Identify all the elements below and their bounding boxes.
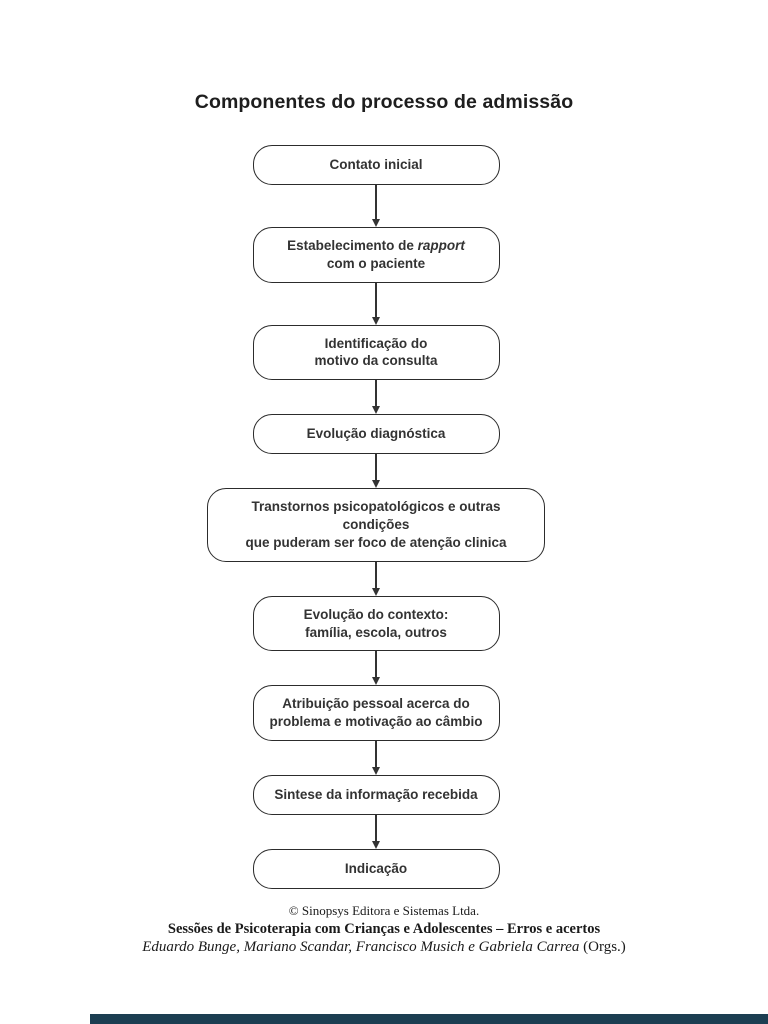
flow-node-line: Contato inicial xyxy=(329,157,423,173)
arrow-stem xyxy=(375,454,377,482)
arrow-head-icon xyxy=(372,219,380,227)
flow-node-line: Atribuição pessoal acerca do xyxy=(282,696,470,712)
copyright-line: © Sinopsys Editora e Sistemas Ltda. xyxy=(288,902,480,918)
flow-node-motivo-consulta: Identificação do motivo da consulta xyxy=(252,324,500,381)
flow-node-line: Indicação xyxy=(344,861,408,877)
flow-node-line: problema e motivação ao câmbio xyxy=(269,714,483,730)
flow-node-line: Transtornos psicopatológicos e outras co… xyxy=(251,499,501,533)
flow-node-contato-inicial: Contato inicial xyxy=(252,145,500,185)
flow-node-transtornos-psicopatologicos: Transtornos psicopatológicos e outras co… xyxy=(207,488,545,562)
arrow-head-icon xyxy=(372,677,380,686)
authors-names: Eduardo Bunge, Mariano Scandar, Francisc… xyxy=(142,938,580,955)
arrow-head-icon xyxy=(372,316,380,325)
authors-orgs-suffix: (Orgs.) xyxy=(579,938,626,955)
arrow-head-icon xyxy=(372,840,380,849)
flow-node-line: Sintese da informação recebida xyxy=(274,787,478,803)
flow-node-line: Evolução do contexto: xyxy=(303,606,449,622)
arrow-head-icon xyxy=(372,766,380,775)
viewer-next-page-edge xyxy=(90,1014,768,1024)
arrow-stem xyxy=(375,814,377,842)
flow-arrow xyxy=(372,380,380,415)
flow-node-atribuicao-pessoal: Atribuição pessoal acerca do problema e m… xyxy=(252,685,500,741)
arrow-stem xyxy=(375,740,377,768)
flow-arrow xyxy=(372,185,380,227)
flow-node-line: que puderam ser foco de atenção clinica xyxy=(245,534,507,550)
figure-title: Componentes do processo de admissão xyxy=(194,91,574,113)
arrow-stem xyxy=(375,282,377,318)
arrow-stem xyxy=(375,561,377,589)
flow-arrow xyxy=(372,282,380,325)
flow-arrow xyxy=(372,561,380,596)
flow-arrow xyxy=(372,651,380,686)
flow-node-line: com o paciente xyxy=(326,255,426,271)
authors-line: Eduardo Bunge, Mariano Scandar, Francisc… xyxy=(0,938,768,956)
flow-arrow xyxy=(372,814,380,849)
flow-node-indicacao: Indicação xyxy=(252,848,500,889)
flow-node-evolucao-diagnostica: Evolução diagnóstica xyxy=(252,414,500,455)
arrow-stem xyxy=(375,380,377,408)
page-footer: © Sinopsys Editora e Sistemas Ltda. Sess… xyxy=(0,902,768,956)
flow-arrow xyxy=(372,740,380,775)
flow-node-evolucao-contexto: Evolução do contexto: família, escola, ou… xyxy=(252,595,500,652)
flow-node-line: Identificação do xyxy=(324,335,428,351)
arrow-stem xyxy=(375,185,377,220)
arrow-head-icon xyxy=(372,480,380,489)
arrow-head-icon xyxy=(372,406,380,415)
flow-node-line: Evolução diagnóstica xyxy=(306,426,446,442)
flow-arrow xyxy=(372,454,380,489)
arrow-stem xyxy=(375,651,377,679)
book-page: Componentes do processo de admissão Cont… xyxy=(0,91,768,956)
arrow-head-icon xyxy=(372,587,380,596)
book-title-line: Sessões de Psicoterapia com Crianças e A… xyxy=(167,920,601,937)
flow-node-line: motivo da consulta xyxy=(314,353,438,369)
flow-node-rapport: Estabelecimento de rapport com o paciente xyxy=(252,227,500,283)
flow-node-sintese-informacao: Sintese da informação recebida xyxy=(252,774,500,815)
flow-node-line: Estabelecimento de rapport xyxy=(287,238,465,253)
flow-node-line: família, escola, outros xyxy=(305,624,447,640)
